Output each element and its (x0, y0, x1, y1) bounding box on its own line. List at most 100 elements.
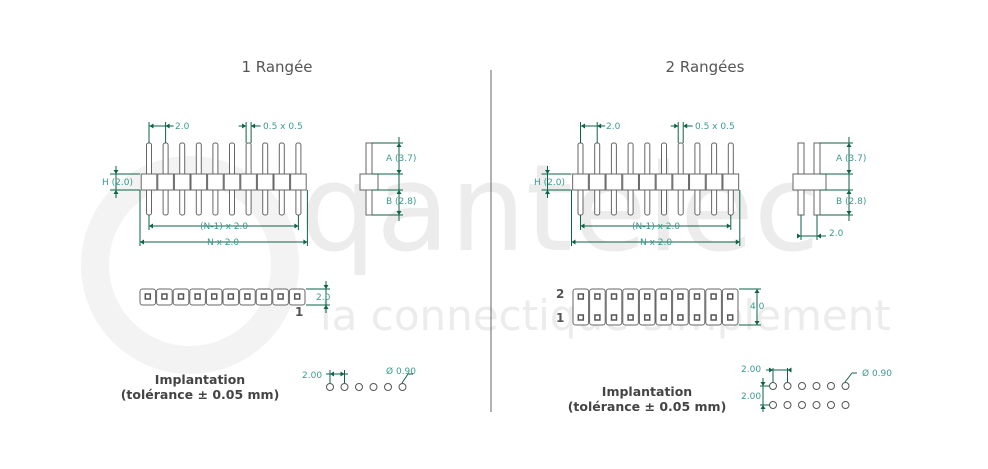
insulator-segment (722, 173, 740, 191)
dimension-arrow (817, 233, 821, 239)
single-row-pitch-label: 2.0 (316, 293, 331, 303)
double-implantation-tolerance: (tolérance ± 0.05 mm) (568, 399, 727, 414)
top-pin-square (260, 293, 268, 300)
double-pin-size-label: 0.5 x 0.5 (695, 122, 735, 132)
insulator-segment (622, 173, 639, 191)
top-pin-square (244, 293, 251, 300)
top-pin-square (293, 293, 301, 300)
dimension-arrow (683, 123, 688, 129)
double-row-spacing-label: 2.0 (829, 229, 844, 239)
insulator-segment (572, 173, 589, 191)
top-pin-square (577, 293, 585, 300)
dimension-arrow (323, 285, 329, 289)
single-implantation-hole: Ø 0.90 (386, 366, 416, 377)
top-cell (655, 288, 673, 326)
dimension-arrow (735, 239, 740, 245)
top-pin-square (161, 293, 168, 300)
dimension-arrow (760, 405, 766, 409)
double-implantation-pitch-x: 2.00 (741, 365, 761, 375)
single-n-minus-1-label: (N-1) x 2.0 (200, 222, 248, 232)
double-n-total-label: N x 2.0 (640, 238, 672, 248)
hole-row-2 (812, 382, 821, 390)
dimension-arrow (726, 223, 731, 229)
insulator-segment (605, 173, 623, 191)
single-implantation-title: Implantation (155, 372, 245, 387)
dimension-arrow (113, 190, 119, 194)
dimension-arrow (846, 143, 852, 147)
insulator-segment (705, 173, 723, 191)
top-pin-square (660, 293, 668, 300)
top-pin-square (710, 314, 717, 321)
top-cell (721, 288, 739, 326)
single-row-title: 1 Rangée (241, 58, 312, 76)
double-b-label: B (2.8) (836, 197, 866, 207)
single-implantation-pitch: 2.00 (302, 371, 322, 381)
dimension-line (401, 373, 409, 384)
dimension-arrow (769, 367, 773, 373)
insulator-segment (689, 173, 706, 191)
dimension-arrow (797, 233, 801, 239)
dimension-arrow (787, 367, 792, 373)
top-pin-square (693, 293, 701, 300)
top-pin-square (726, 293, 734, 300)
single-implantation-tolerance: (tolérance ± 0.05 mm) (121, 387, 280, 402)
dimension-arrow (846, 190, 852, 194)
dimension-arrow (581, 123, 585, 129)
hole-row-1 (798, 401, 806, 409)
hole-row-2 (769, 382, 777, 390)
single-pin-size-label: 0.5 x 0.5 (263, 122, 303, 132)
hole-row-1 (769, 401, 777, 409)
dimension-arrow (113, 170, 119, 174)
insulator-segment (290, 173, 307, 191)
insulator-segment (655, 173, 673, 191)
double-row-top-view (572, 288, 761, 326)
dimension-arrow (340, 371, 345, 377)
top-pin-square (610, 314, 618, 321)
dimension-arrow (545, 170, 550, 174)
hole (355, 383, 363, 391)
top-cell (672, 288, 689, 326)
top-cell (622, 288, 639, 326)
double-implantation-holes (760, 367, 857, 412)
double-row-title: 2 Rangées (666, 58, 745, 76)
single-n-total-label: N x 2.0 (207, 238, 239, 248)
top-cell (605, 288, 623, 326)
hole (369, 383, 378, 391)
top-pin-square (693, 314, 701, 321)
dimension-arrow (165, 123, 170, 129)
dimension-arrow (242, 123, 247, 129)
dimension-arrow (140, 239, 144, 245)
top-pin-square (660, 314, 668, 321)
double-pitch-label: 2.0 (606, 122, 621, 132)
hole (340, 383, 349, 391)
pin1-label: 1 (295, 305, 303, 319)
top-pin-square (177, 293, 185, 300)
dimension-arrow (846, 211, 852, 215)
hole (326, 383, 334, 391)
dimension-arrow (597, 123, 602, 129)
single-a-label: A (3.7) (386, 154, 416, 164)
top-cell (638, 288, 656, 326)
top-pin-square (643, 293, 651, 300)
dimension-arrow (674, 123, 679, 129)
top-pin-square (594, 314, 601, 321)
dimension-arrow (396, 211, 402, 215)
top-cell (705, 288, 722, 326)
hole-row-2 (783, 382, 792, 390)
dimension-arrow (571, 239, 576, 245)
single-implantation-holes (326, 370, 413, 391)
dimension-arrow (330, 371, 334, 377)
top-pin-square (610, 293, 618, 300)
double-n-minus-1-label: (N-1) x 2.0 (632, 222, 680, 232)
single-b-label: B (2.8) (386, 197, 416, 207)
top-pin-square (726, 314, 734, 321)
top-pin-square (710, 293, 717, 300)
insulator-segment (223, 173, 241, 191)
side-insulator (359, 173, 379, 191)
dimension-arrow (545, 190, 550, 194)
dimension-arrow (754, 289, 760, 293)
side-insulator (792, 173, 827, 191)
dimension-line (844, 372, 853, 383)
top-cell (572, 288, 590, 326)
top-pin-square (627, 314, 634, 321)
